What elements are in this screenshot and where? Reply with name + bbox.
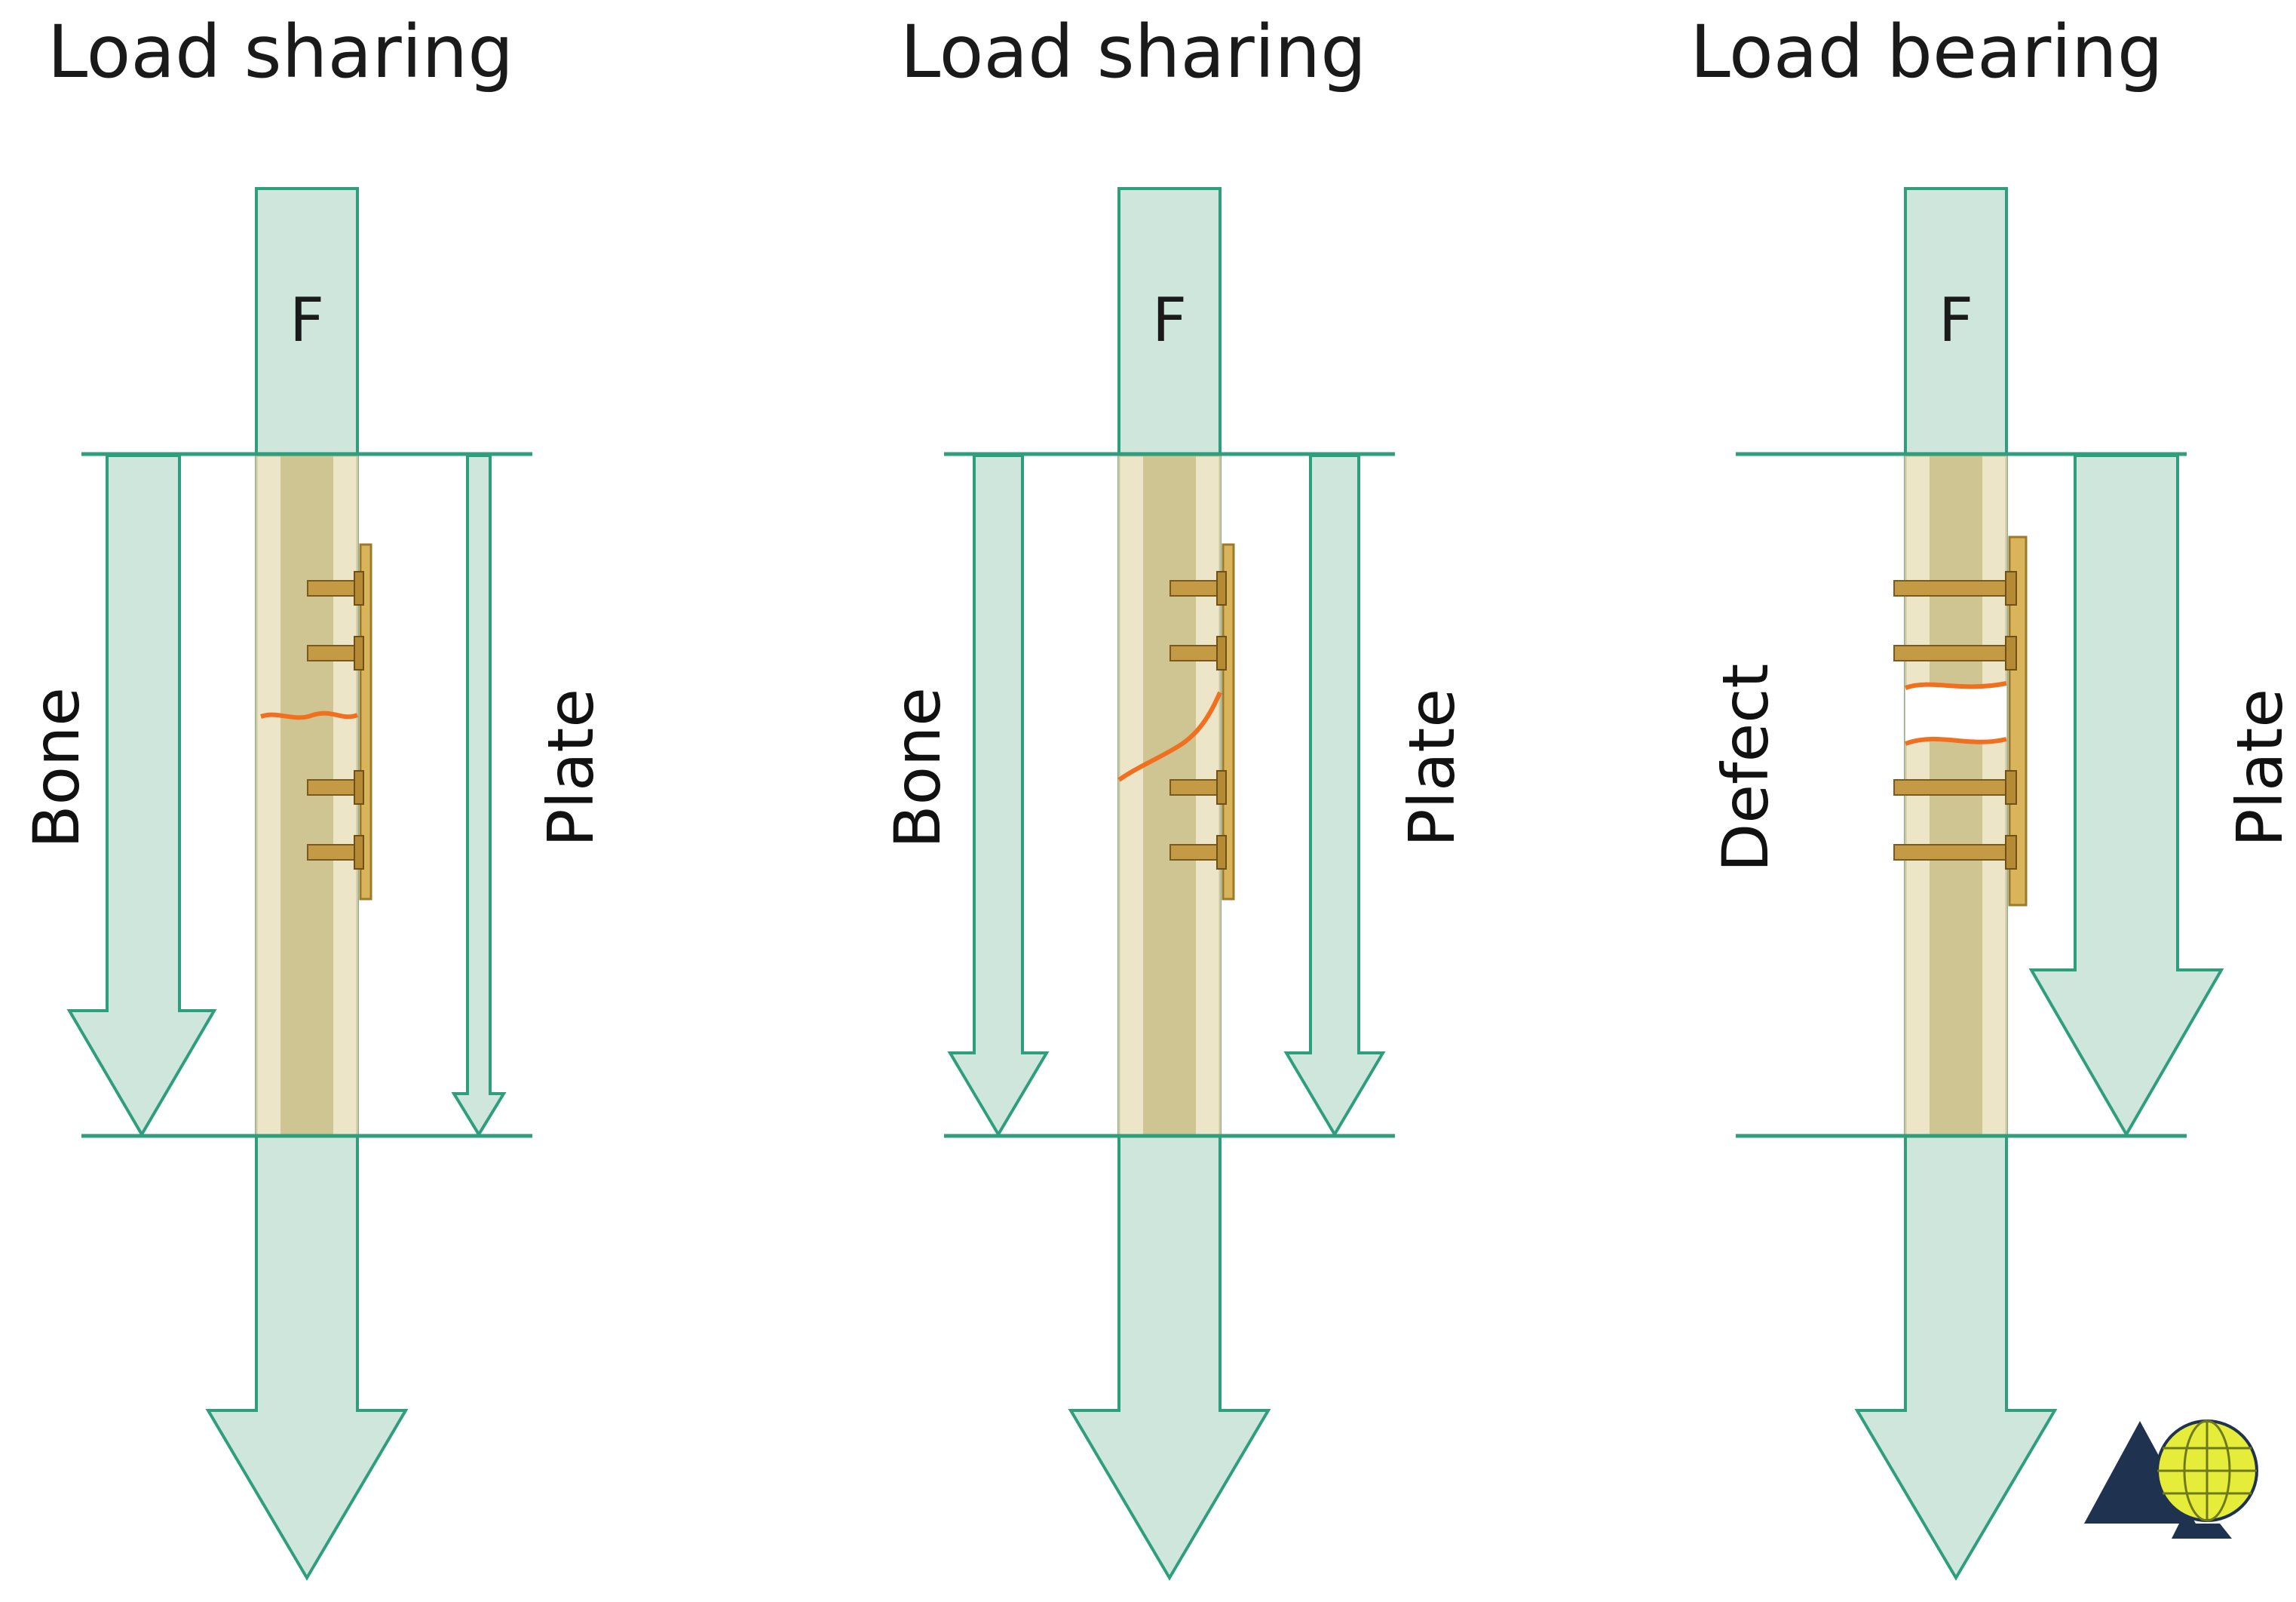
plate-label: Plate: [1395, 689, 1469, 847]
screws: [307, 571, 364, 870]
plate-load-arrow: [1283, 454, 1386, 1137]
screw: [1893, 645, 2016, 661]
screw-head: [354, 571, 364, 606]
bone-label: Bone: [20, 687, 93, 849]
defect-label: Defect: [1709, 664, 1783, 873]
screw-head: [1216, 571, 1227, 606]
screw-head: [1216, 770, 1227, 805]
panel-load-sharing-1: Load sharing F Bone Plate: [20, 10, 608, 1581]
defect-edge-lower: [1904, 737, 2007, 746]
force-label: F: [290, 285, 324, 355]
screw-head: [1216, 835, 1227, 870]
force-label: F: [1152, 285, 1187, 355]
screw-head: [1216, 636, 1227, 671]
plate: [2008, 536, 2028, 907]
screws: [1169, 571, 1227, 870]
screw-head: [2005, 770, 2017, 805]
plate-label: Plate: [2223, 689, 2296, 847]
screw: [1893, 844, 2016, 861]
screw-head: [2005, 636, 2017, 671]
plate: [1222, 543, 1235, 901]
plate-load-arrow: [451, 454, 507, 1137]
fracture-line: [260, 710, 359, 720]
screw: [1893, 779, 2016, 796]
screw-head: [354, 770, 364, 805]
bone-load-arrow: [947, 454, 1050, 1137]
fracture-line: [1117, 691, 1222, 782]
panel-title: Load sharing: [900, 10, 1366, 94]
panel-title: Load sharing: [48, 10, 513, 94]
panel-load-sharing-2: Load sharing F Bone Plate: [881, 10, 1469, 1581]
panel-load-bearing: Load bearing F Defect Plate: [1690, 10, 2296, 1581]
screw-head: [354, 636, 364, 671]
screw-head: [2005, 835, 2017, 870]
bone-label: Bone: [881, 687, 955, 849]
panel-title: Load bearing: [1690, 10, 2163, 94]
plate: [359, 543, 372, 901]
ao-foundation-logo-icon: [2084, 1419, 2258, 1539]
screw-head: [354, 835, 364, 870]
force-label: F: [1939, 285, 1973, 355]
defect-edge-upper: [1904, 681, 2007, 690]
bone-load-arrow: [66, 454, 217, 1137]
plate-label: Plate: [534, 689, 608, 847]
screw: [1893, 580, 2016, 597]
screws: [1893, 571, 2017, 870]
bone-defect-gap: [1905, 683, 2006, 744]
plate-load-arrow: [2028, 454, 2224, 1137]
screw-head: [2005, 571, 2017, 606]
